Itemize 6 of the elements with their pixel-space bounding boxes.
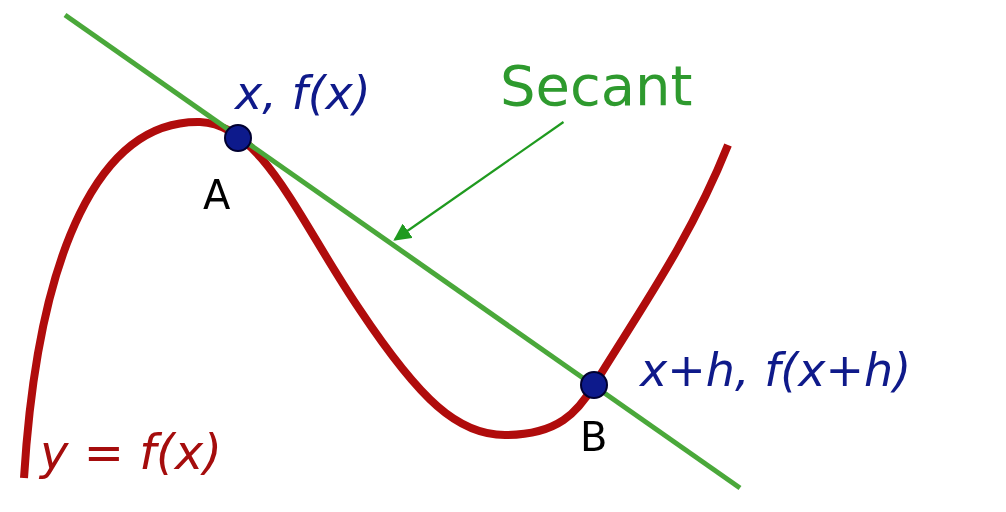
coordinate-label: x+h, f(x+h) [640, 347, 912, 393]
point-label: B [580, 417, 608, 457]
callout-text: Secant [500, 58, 693, 114]
leader-line [393, 121, 565, 241]
point-label: A [203, 175, 231, 215]
coordinate-label: x, f(x) [235, 70, 371, 116]
